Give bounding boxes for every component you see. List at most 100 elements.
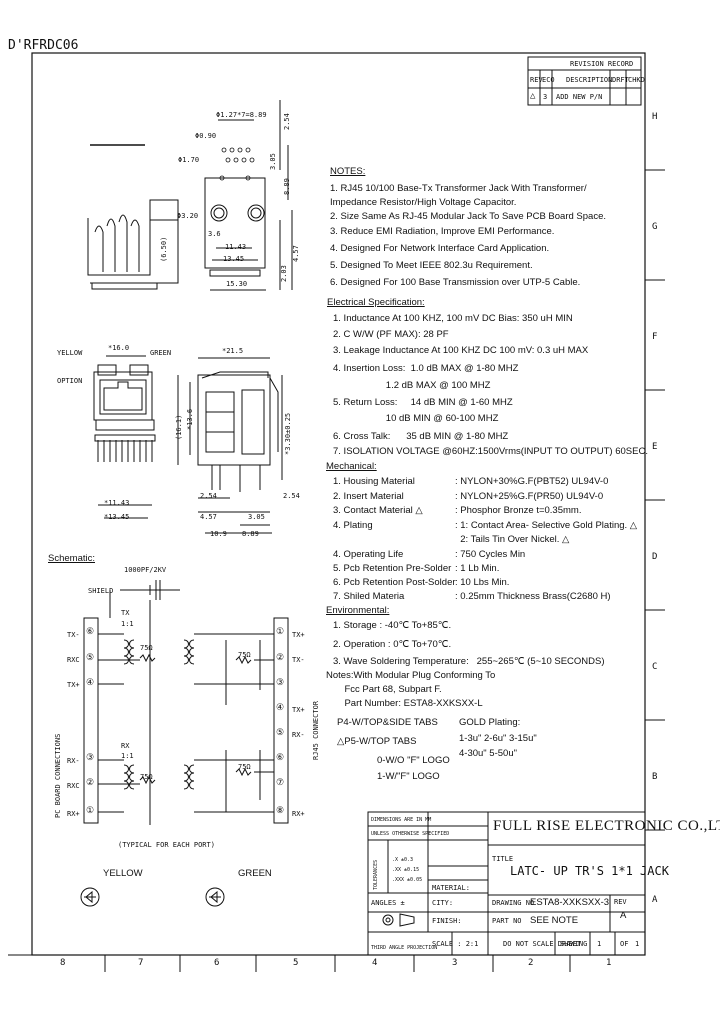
elec-3: 3. Leakage Inductance At 100 KHZ DC 100 … (333, 345, 589, 356)
zone-5: 5 (293, 958, 299, 968)
city-label: CITY: (432, 899, 454, 907)
zone-E: E (652, 442, 658, 452)
tol-1: .X ±0.3 (392, 857, 414, 863)
of-no: 1 (635, 940, 640, 948)
left-num-5: ③ (86, 753, 95, 763)
title-label: TITLE (492, 855, 514, 863)
dim-h650: (6.50) (160, 236, 168, 262)
modular-3: Part Number: ESTA8-XXKSXX-L (326, 698, 483, 709)
pcb-footprint-view (204, 100, 293, 291)
mech-1-v: : NYLON+30%G.F(PBT52) UL94V-0 (455, 476, 609, 487)
dim-pitch: Φ1.27*7=8.89 (216, 111, 267, 119)
right-num-1: ① (276, 627, 285, 637)
elec-5b: 10 dB MIN @ 60-100 MHZ (333, 413, 499, 424)
tol-2: .XX ±0.15 (392, 867, 420, 873)
mech-4b-v: 2: Tails Tin Over Nickel. △ (455, 534, 570, 545)
revision-record-box (527, 56, 642, 106)
rx-ratio: 1:1 (121, 752, 134, 760)
company-name: FULL RISE ELECTRONIC CO.,LTD (493, 818, 720, 834)
rev-row-desc: ADD NEW P/N (556, 93, 603, 101)
environmental-heading: Environmental: (326, 605, 390, 616)
right-num-8: ⑧ (276, 806, 285, 816)
tx-ratio: 1:1 (121, 620, 134, 628)
mech-3-v: : Phosphor Bronze t=0.35mm. (455, 505, 582, 516)
right-num-4: ④ (276, 703, 285, 713)
dim-h161: (16.1) (175, 414, 183, 440)
dim-h136: *13.6 (186, 408, 194, 430)
pn-gold: GOLD Plating: (459, 717, 521, 728)
zone-2: 2 (528, 958, 534, 968)
dim-d320: Φ3.20 (177, 212, 199, 220)
rev-col-eco: ECO (542, 76, 555, 84)
left-pin-5: RX- (67, 757, 80, 765)
note-4: 4. Designed For Network Interface Card A… (330, 243, 550, 254)
elec-2: 2. C W/W (PF MAX): 28 PF (333, 329, 449, 340)
tx-label: TX (121, 609, 130, 617)
right-num-5: ⑤ (276, 728, 285, 738)
label-green: GREEN (150, 349, 172, 357)
right-pin-3: TX+ (292, 706, 305, 714)
drawing-reference: D'RFRDC06 (8, 38, 79, 53)
resistor-3: 75Ω (140, 773, 153, 781)
front-view-jack (93, 355, 156, 519)
notes-heading: NOTES: (330, 166, 366, 177)
pn-logo-0: 0-W/O "F" LOGO (377, 755, 450, 766)
dim-w1345: 13.45 (223, 255, 245, 263)
rev-col-desc: DESCRIPTION (566, 76, 613, 84)
left-pin-7: RX+ (67, 810, 80, 818)
tol-3: .XXX ±0.05 (392, 877, 423, 883)
right-num-7: ⑦ (276, 778, 285, 788)
dim-w215: *21.5 (222, 347, 244, 355)
right-pin-6: RX- (292, 731, 305, 739)
mech-6-k: 5. Pcb Retention Pre-Solder (333, 563, 452, 574)
mech-4-v: : 1: Contact Area- Selective Gold Platin… (455, 520, 638, 531)
pn-tabs-2: △P5-W/TOP TABS (337, 736, 417, 747)
dim-w1530: 15.30 (226, 280, 248, 288)
cap-label: 1000PF/2KV (124, 566, 167, 574)
pcb-connections-label: PC BOARD CONNECTIONS (54, 733, 62, 818)
rev-row-eco: 3 (543, 93, 548, 101)
zone-8: 8 (60, 958, 66, 968)
dim-w143: 11.43 (225, 243, 247, 251)
dim-w160: *16.0 (108, 344, 130, 352)
mech-7-k: 6. Pcb Retention Post-Solder (333, 577, 456, 588)
dim-c457: 4.57 (200, 513, 217, 521)
dim-h457: 4.57 (292, 245, 300, 262)
dim-w1143: *11.43 (104, 499, 130, 507)
left-num-2: ⑤ (86, 653, 95, 663)
schematic-heading: Schematic: (48, 553, 95, 564)
zone-A: A (652, 895, 658, 905)
env-2: 2. Operation : 0℃ To+70℃. (333, 639, 452, 650)
mech-5-v: : 750 Cycles Min (455, 549, 526, 560)
right-pin-8: RX+ (292, 810, 305, 818)
dims-mm-label: DIMENSIONS ARE IN MM (371, 817, 432, 823)
dim-h254: 2.54 (283, 113, 291, 130)
side-view-jack (177, 357, 283, 534)
left-pin-1: TX- (67, 631, 80, 639)
mech-6-v: : 1 Lb Min. (455, 563, 500, 574)
rev-col-rev: REV (530, 76, 543, 84)
projection-label: THIRD ANGLE PROJECTION (371, 945, 438, 951)
zone-B: B (652, 772, 658, 782)
mech-8-k: 7. Shiled Materia (333, 591, 405, 602)
dim-h36: 3.6 (208, 230, 221, 238)
label-option: OPTION (57, 377, 83, 385)
zone-1: 1 (606, 958, 612, 968)
dim-e109: 10.9 (210, 530, 227, 538)
mech-4-k: 4. Plating (333, 520, 373, 531)
typical-label: (TYPICAL FOR EACH PORT) (118, 841, 215, 849)
zone-6: 6 (214, 958, 220, 968)
right-num-2: ② (276, 653, 285, 663)
dim-d090: Φ0.90 (195, 132, 217, 140)
angles-label: ANGLES ± (371, 899, 405, 907)
right-num-6: ⑥ (276, 753, 285, 763)
schematic-drawing (80, 580, 289, 907)
env-3: 3. Wave Soldering Temperature: 255~265℃ … (333, 656, 605, 667)
elec-5a: 5. Return Loss: 14 dB MIN @ 1-60 MHZ (333, 397, 513, 408)
mechanical-heading: Mechanical: (326, 461, 377, 472)
left-pin-6: RXC (67, 782, 80, 790)
dim-d305: 3.05 (248, 513, 265, 521)
label-yellow: YELLOW (57, 349, 83, 357)
pn-gold-1: 1-3u" 2-6u" 3-15u" (459, 733, 537, 744)
